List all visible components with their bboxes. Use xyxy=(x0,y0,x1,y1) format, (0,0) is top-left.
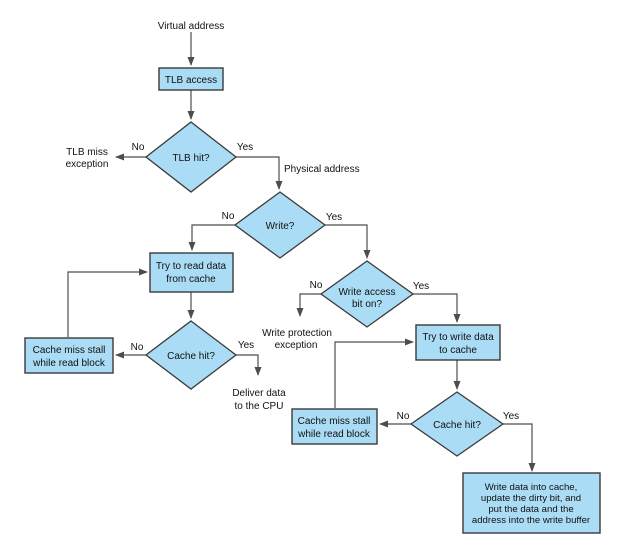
tlb-access-box xyxy=(158,67,224,91)
node-write-access: Write access bit on? xyxy=(319,260,415,328)
cache-hit-write-yes-label: Yes xyxy=(503,411,519,422)
svg-text:Write?: Write? xyxy=(266,221,295,232)
svg-text:while read block: while read block xyxy=(297,429,371,440)
svg-text:exception: exception xyxy=(66,159,109,170)
node-tlb-hit: TLB hit? xyxy=(144,121,238,193)
virtual-address-label: Virtual address xyxy=(158,21,225,32)
node-cache-miss-read: Cache miss stall while read block xyxy=(24,337,114,374)
write-access-diamond xyxy=(319,260,415,328)
svg-text:Write access: Write access xyxy=(338,287,395,298)
edge-cache-miss-read-loop xyxy=(67,268,148,337)
cache-hit-read-no-label: No xyxy=(131,342,144,353)
tlb-hit-diamond xyxy=(144,121,238,193)
svg-text:TLB access: TLB access xyxy=(165,75,217,86)
svg-text:TLB hit?: TLB hit? xyxy=(172,153,210,164)
svg-text:Cache miss stall: Cache miss stall xyxy=(33,345,106,356)
node-write: Write? xyxy=(233,191,327,259)
cache-miss-write-box xyxy=(291,408,378,445)
cache-hit-read-yes-label: Yes xyxy=(238,340,254,351)
write-access-yes-label: Yes xyxy=(413,281,429,292)
node-write-buffer: Write data into cache, update the dirty … xyxy=(462,472,601,534)
svg-text:from cache: from cache xyxy=(166,274,216,285)
svg-text:Try to read data: Try to read data xyxy=(156,261,227,272)
deliver-data-label: Deliver data to the CPU xyxy=(232,388,286,412)
tlb-hit-yes-label: Yes xyxy=(237,142,253,153)
svg-text:exception: exception xyxy=(275,340,318,351)
svg-text:Deliver data: Deliver data xyxy=(232,388,286,399)
edge-write-access-yes xyxy=(413,293,461,323)
cache-hit-write-no-label: No xyxy=(397,411,410,422)
svg-text:put the data and the: put the data and the xyxy=(488,504,573,515)
cache-hit-read-diamond xyxy=(144,320,238,390)
edge-write-access-no xyxy=(296,293,321,317)
write-buffer-box xyxy=(462,472,601,534)
write-access-no-label: No xyxy=(310,280,323,291)
svg-text:Write data into cache,: Write data into cache, xyxy=(485,482,578,493)
svg-text:TLB miss: TLB miss xyxy=(66,147,108,158)
svg-text:to cache: to cache xyxy=(439,345,477,356)
tlb-miss-exception-label: TLB miss exception xyxy=(66,147,109,170)
edge-write-yes xyxy=(325,224,371,259)
write-yes-label: Yes xyxy=(326,212,342,223)
try-read-box xyxy=(149,252,234,293)
node-tlb-access: TLB access xyxy=(158,67,224,91)
svg-text:Write protection: Write protection xyxy=(262,328,332,339)
svg-text:address into the write buffer: address into the write buffer xyxy=(472,515,591,526)
svg-text:Cache miss stall: Cache miss stall xyxy=(298,416,371,427)
edge-cache-hit-read-yes xyxy=(236,354,262,376)
write-diamond xyxy=(233,191,327,259)
tlb-hit-no-label: No xyxy=(132,142,145,153)
svg-text:bit on?: bit on? xyxy=(352,299,382,310)
svg-text:to the CPU: to the CPU xyxy=(235,401,284,412)
svg-text:Cache hit?: Cache hit? xyxy=(433,420,481,431)
node-cache-hit-read: Cache hit? xyxy=(144,320,238,390)
svg-text:Cache hit?: Cache hit? xyxy=(167,351,215,362)
physical-address-label: Physical address xyxy=(284,164,360,175)
svg-text:Try to write data: Try to write data xyxy=(422,332,494,343)
cache-miss-read-box xyxy=(24,337,114,374)
edge-write-no xyxy=(188,224,235,251)
node-cache-miss-write: Cache miss stall while read block xyxy=(291,408,378,445)
edge-tlb-hit-yes xyxy=(236,156,283,190)
try-write-box xyxy=(415,324,501,361)
node-cache-hit-write: Cache hit? xyxy=(409,391,505,457)
node-try-write: Try to write data to cache xyxy=(415,324,501,361)
write-protection-exception-label: Write protection exception xyxy=(262,328,332,351)
svg-text:update the dirty bit, and: update the dirty bit, and xyxy=(481,493,581,504)
svg-text:while read block: while read block xyxy=(32,358,106,369)
edge-cache-miss-write-loop xyxy=(334,338,414,408)
write-no-label: No xyxy=(222,211,235,222)
edge-cache-hit-write-yes xyxy=(503,423,536,472)
node-try-read: Try to read data from cache xyxy=(149,252,234,293)
cache-hit-write-diamond xyxy=(409,391,505,457)
